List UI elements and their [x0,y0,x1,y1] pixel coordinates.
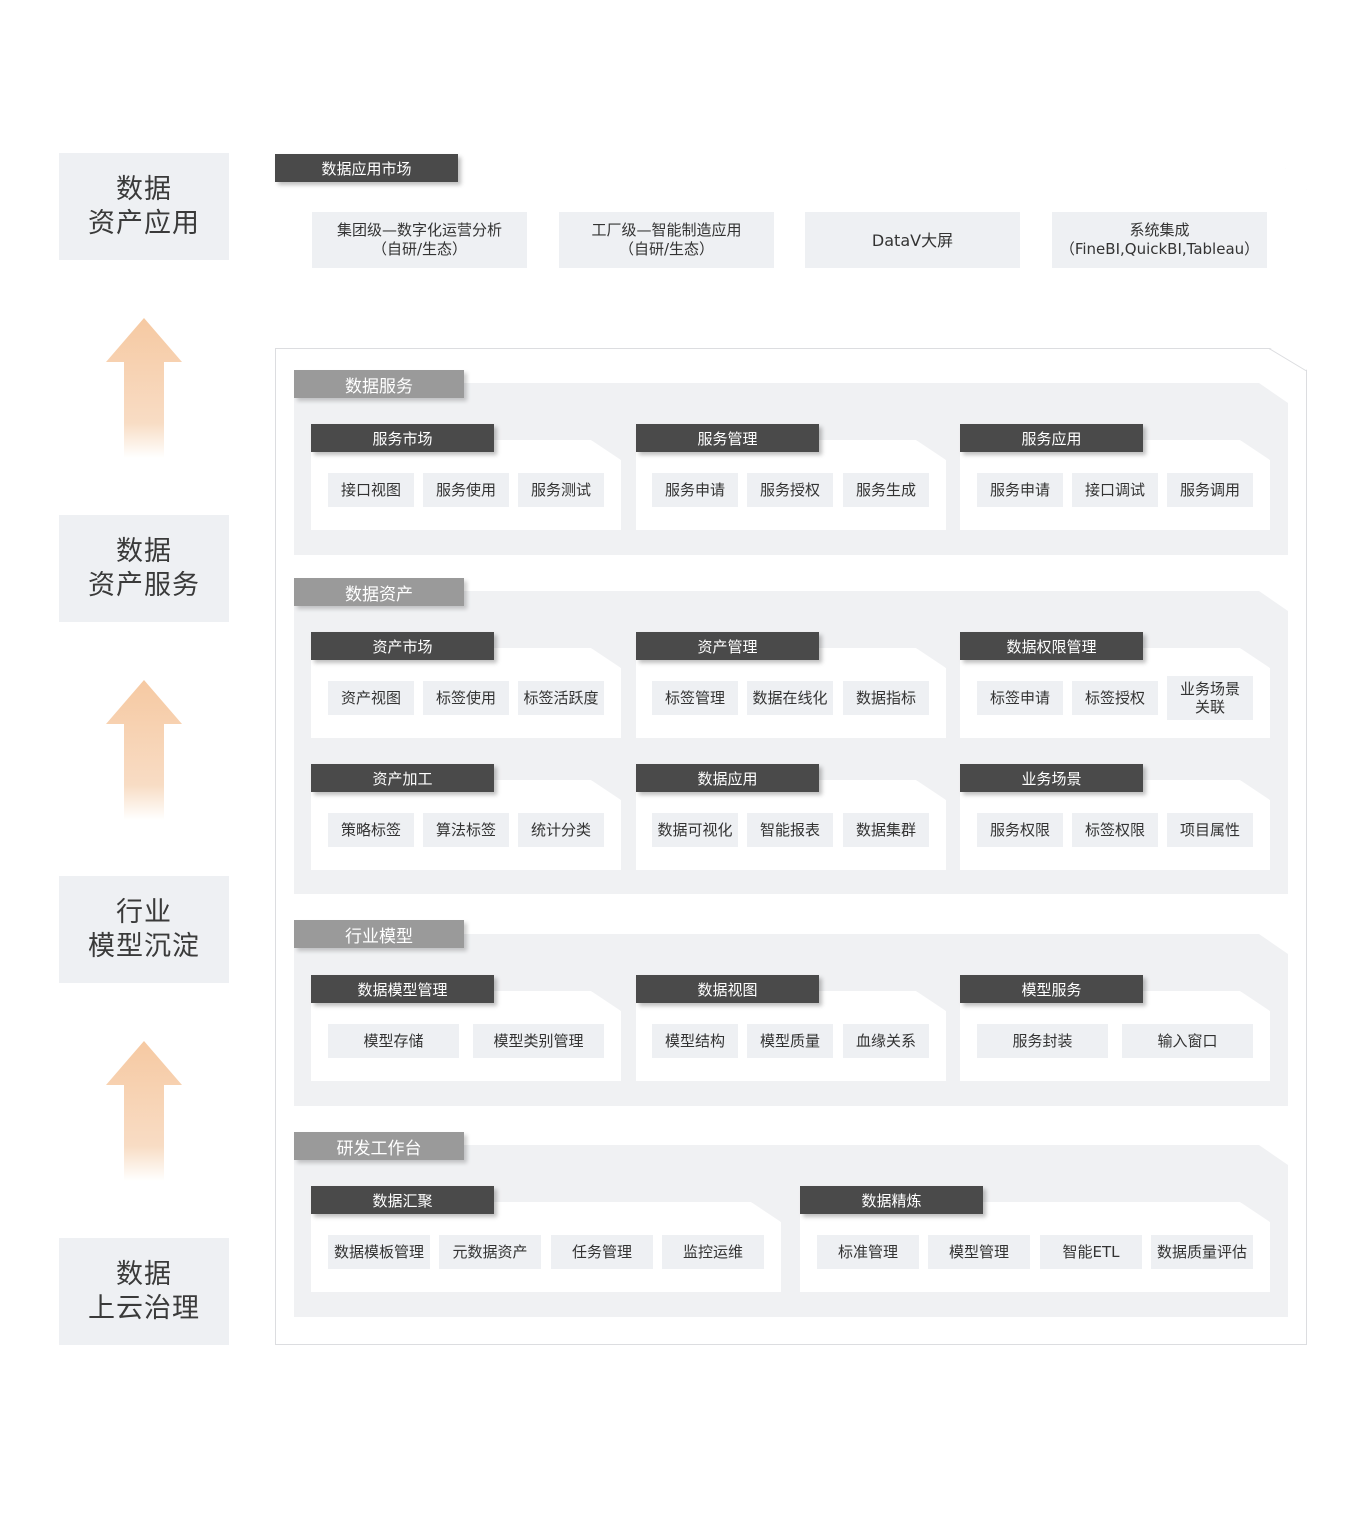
chip[interactable]: 项目属性 [1167,813,1253,847]
side-label-line: 模型沉淀 [88,930,200,962]
chip[interactable]: 数据质量评估 [1151,1235,1253,1269]
dev-workbench-tab: 研发工作台 [294,1132,464,1160]
chip[interactable]: 资产视图 [328,681,414,715]
chip[interactable]: 模型管理 [928,1235,1030,1269]
side-label-line: 资产服务 [88,569,200,601]
up-arrow-icon [106,318,182,458]
data-service-tab: 数据服务 [294,370,464,398]
card-title: 数据精炼 [800,1186,983,1214]
market-item-line: DataV大屏 [871,230,954,250]
market-item-line: （自研/生态） [371,240,468,258]
chip[interactable]: 监控运维 [662,1235,764,1269]
chip[interactable]: 服务申请 [977,473,1063,507]
chip[interactable]: 标签权限 [1072,813,1158,847]
side-label-cloud-governance: 数据上云治理 [59,1238,229,1345]
chip[interactable]: 服务权限 [977,813,1063,847]
card-title: 数据权限管理 [960,632,1143,660]
chip[interactable]: 服务生成 [843,473,929,507]
card-title: 业务场景 [960,764,1143,792]
card-title: 服务管理 [636,424,819,452]
card-title: 资产市场 [311,632,494,660]
market-item-line: （自研/生态） [618,240,715,258]
card-title: 资产管理 [636,632,819,660]
chip[interactable]: 标签申请 [977,681,1063,715]
side-label-line: 行业 [116,896,172,928]
card-title: 服务应用 [960,424,1143,452]
card-title: 资产加工 [311,764,494,792]
data-asset-tab: 数据资产 [294,578,464,606]
chip[interactable]: 标签使用 [423,681,509,715]
side-label-line: 数据 [116,173,172,205]
chip[interactable]: 智能ETL [1040,1235,1142,1269]
chip[interactable]: 服务测试 [518,473,604,507]
chip[interactable]: 模型类别管理 [473,1024,604,1058]
up-arrow-icon [106,680,182,820]
card-title: 模型服务 [960,975,1143,1003]
chip[interactable]: 算法标签 [423,813,509,847]
chip[interactable]: 服务使用 [423,473,509,507]
market-item[interactable]: 工厂级—智能制造应用 （自研/生态） [559,212,774,268]
chip[interactable]: 模型质量 [747,1024,833,1058]
card-title: 数据汇聚 [311,1186,494,1214]
chip[interactable]: 智能报表 [747,813,833,847]
market-item-line: 集团级—数字化运营分析 [336,221,502,239]
market-item[interactable]: 集团级—数字化运营分析 （自研/生态） [312,212,527,268]
up-arrow-icon [106,1041,182,1181]
card-title: 数据视图 [636,975,819,1003]
chip[interactable]: 标准管理 [817,1235,919,1269]
chip[interactable]: 血缘关系 [843,1024,929,1058]
chip[interactable]: 接口调试 [1072,473,1158,507]
market-item-line: 系统集成 [1129,221,1190,239]
side-label-industry-model: 行业模型沉淀 [59,876,229,983]
card-title: 数据模型管理 [311,975,494,1003]
side-label-data-asset-application: 数据资产应用 [59,153,229,260]
panel-corner-edge [1269,348,1307,372]
side-label-data-asset-service: 数据资产服务 [59,515,229,622]
market-title-tab: 数据应用市场 [275,154,458,182]
side-label-line: 数据 [116,1258,172,1290]
chip[interactable]: 服务申请 [652,473,738,507]
card-title: 数据应用 [636,764,819,792]
chip[interactable]: 数据在线化 [747,681,833,715]
chip[interactable]: 数据集群 [843,813,929,847]
industry-model-tab: 行业模型 [294,920,464,948]
chip[interactable]: 服务调用 [1167,473,1253,507]
chip[interactable]: 输入窗口 [1122,1024,1253,1058]
chip[interactable]: 数据模板管理 [328,1235,430,1269]
side-label-line: 数据 [116,535,172,567]
chip[interactable]: 服务授权 [747,473,833,507]
chip[interactable]: 标签授权 [1072,681,1158,715]
chip[interactable]: 数据可视化 [652,813,738,847]
chip[interactable]: 服务封装 [977,1024,1108,1058]
market-item[interactable]: 系统集成 （FineBI,QuickBI,Tableau） [1052,212,1267,268]
market-item[interactable]: DataV大屏 [805,212,1020,268]
market-item-line: 工厂级—智能制造应用 [591,221,742,239]
chip[interactable]: 标签活跃度 [518,681,604,715]
chip[interactable]: 元数据资产 [439,1235,541,1269]
chip-line: 业务场景 [1179,680,1240,698]
chip[interactable]: 统计分类 [518,813,604,847]
chip[interactable]: 标签管理 [652,681,738,715]
market-item-line: （FineBI,QuickBI,Tableau） [1059,240,1260,258]
chip[interactable]: 业务场景 关联 [1167,676,1253,720]
chip-line: 关联 [1194,698,1225,716]
chip[interactable]: 数据指标 [843,681,929,715]
chip[interactable]: 模型结构 [652,1024,738,1058]
chip[interactable]: 接口视图 [328,473,414,507]
card-title: 服务市场 [311,424,494,452]
chip[interactable]: 策略标签 [328,813,414,847]
chip[interactable]: 任务管理 [551,1235,653,1269]
side-label-line: 上云治理 [88,1292,200,1324]
chip[interactable]: 模型存储 [328,1024,459,1058]
side-label-line: 资产应用 [88,207,200,239]
